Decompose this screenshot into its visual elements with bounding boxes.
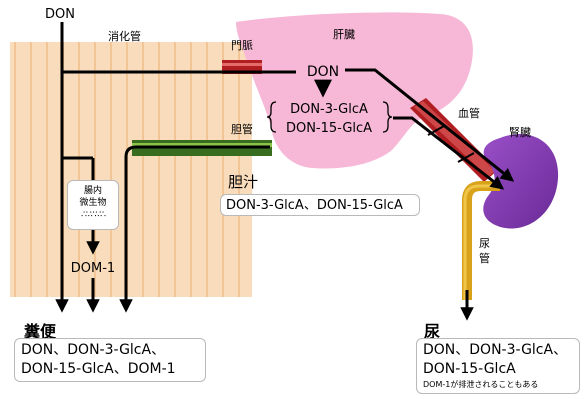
- urine-contents-box: DON、DON-3-GlcA、 DON-15-GlcA DOM-1が排泄されるこ…: [416, 338, 580, 394]
- gut-stripe: [190, 42, 192, 297]
- bile-contents: DON-3-GlcA、DON-15-GlcA: [226, 198, 403, 213]
- dom1-label: DOM-1: [71, 261, 115, 276]
- urine-note: DOM-1が排泄されることもある: [423, 379, 573, 390]
- gut-stripe: [174, 42, 176, 297]
- bile-contents-box: DON-3-GlcA、DON-15-GlcA: [220, 194, 420, 216]
- kidney-label: 腎臓: [509, 126, 531, 139]
- feces-line-1: DON、DON-3-GlcA、: [21, 341, 199, 360]
- gut-stripe: [222, 42, 224, 297]
- urine-line-2: DON-15-GlcA: [423, 360, 573, 379]
- portal-vein-label: 門脈: [231, 38, 253, 52]
- gut-stripe: [206, 42, 208, 297]
- gut-stripe: [14, 42, 16, 297]
- blood-vessel-label: 血管: [458, 106, 480, 120]
- ureter-label: 尿 管: [479, 236, 490, 266]
- gut-microbes-box: 腸内 微生物 ∴∵∴∵∴: [67, 180, 119, 230]
- glca-b-label: DON-15-GlcA: [286, 121, 372, 136]
- don-top-label: DON: [45, 7, 75, 22]
- liver-label: 肝臓: [333, 28, 355, 41]
- bile-label: 胆汁: [228, 173, 258, 191]
- gut-stripe: [110, 42, 112, 297]
- gut-stripe: [158, 42, 160, 297]
- bile-duct-label: 胆管: [231, 122, 253, 136]
- gut-label: 消化管: [108, 29, 141, 43]
- urine-line-1: DON、DON-3-GlcA、: [423, 341, 573, 360]
- gut-stripe: [78, 42, 80, 297]
- digestive-tract: [10, 42, 252, 297]
- glca-a-label: DON-3-GlcA: [290, 102, 368, 117]
- gut-stripe: [142, 42, 144, 297]
- gut-stripe: [238, 42, 240, 297]
- microbe-icon: ∴∵∴∵∴: [68, 209, 118, 221]
- feces-contents-box: DON、DON-3-GlcA、 DON-15-GlcA、DOM-1: [14, 338, 206, 382]
- gut-stripe: [30, 42, 32, 297]
- liver-don-label: DON: [307, 64, 339, 80]
- gut-stripe: [46, 42, 48, 297]
- microbes-label: 腸内 微生物: [68, 185, 118, 209]
- feces-line-2: DON-15-GlcA、DOM-1: [21, 360, 199, 379]
